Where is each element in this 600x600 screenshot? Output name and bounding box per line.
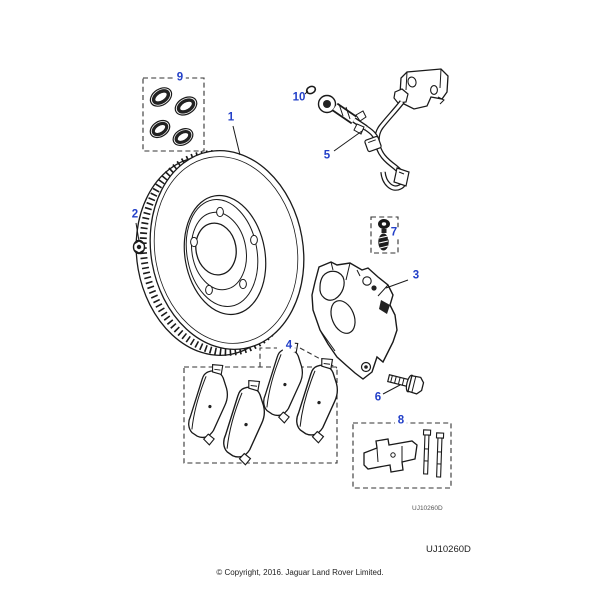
callout-7: 7 [387,227,401,239]
brake-disc [135,149,305,357]
callout-10: 10 [292,91,306,104]
diagram-code-small: UJ10260D [412,505,443,512]
pad-pin [435,432,445,478]
hose-clip [305,85,317,95]
brake-hose [317,68,449,191]
callout-8: 8 [394,415,408,427]
copyright-text: © Copyright, 2016. Jaguar Land Rover Lim… [216,568,384,577]
callout-1: 1 [227,111,235,124]
callout-9: 9 [173,72,187,84]
seal-kit-box [142,77,205,152]
callout-5: 5 [323,149,331,162]
callout-4: 4 [282,340,296,352]
anti-rattle-spring [363,438,418,473]
callout-3: 3 [412,269,420,282]
callout-2: 2 [131,208,139,221]
pad-pin [422,429,432,475]
callout-6: 6 [374,391,382,404]
bleed-screw [378,219,390,251]
caliper-bolt [387,374,425,395]
diagram-code-large: UJ10260D [426,544,471,555]
seal-rings [149,87,198,146]
hub-bolt-holes [190,206,258,296]
retaining-nut [132,239,146,255]
leader-lines [135,90,409,395]
brake-caliper [311,261,398,380]
